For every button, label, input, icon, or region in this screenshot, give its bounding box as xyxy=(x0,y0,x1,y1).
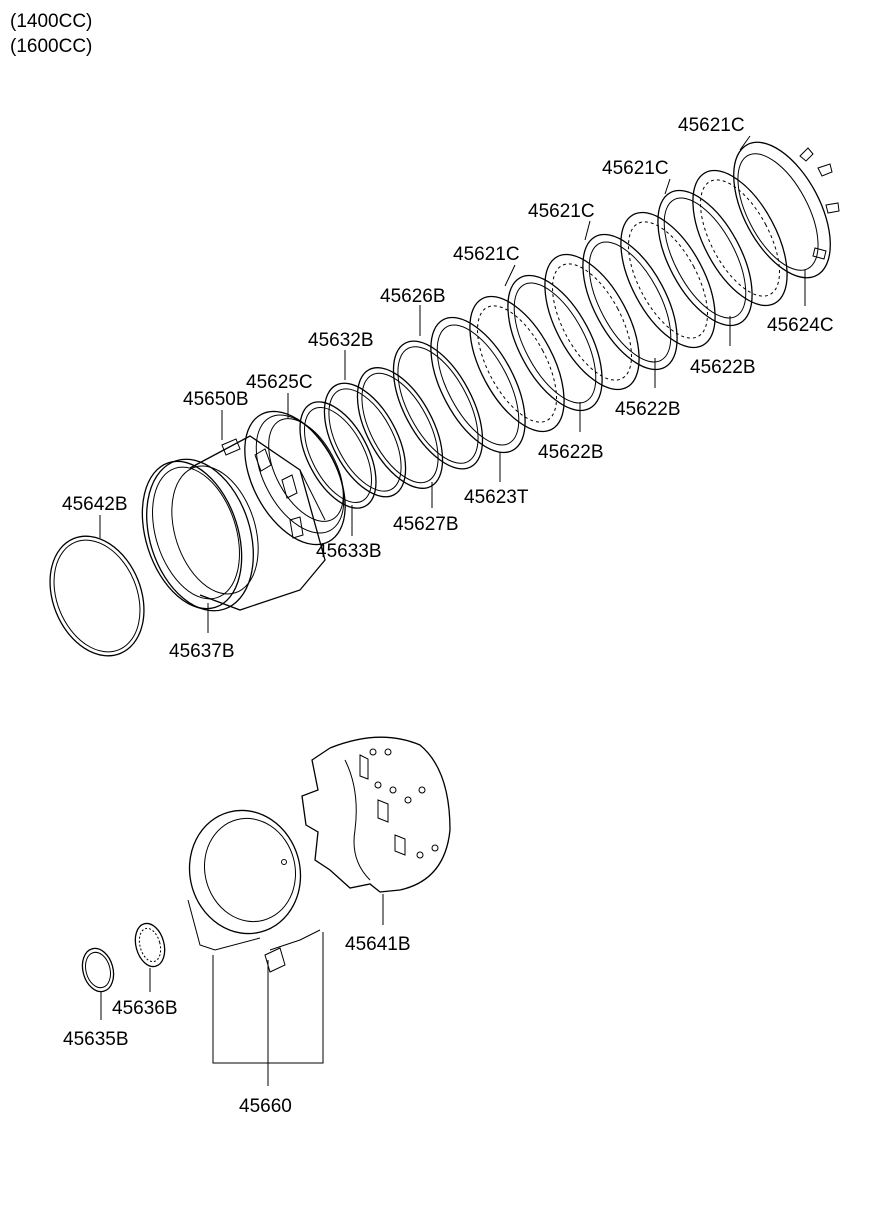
part-45660-band[interactable] xyxy=(176,798,321,973)
engine-variant-1400cc: (1400CC) xyxy=(10,11,92,32)
label-45642b[interactable]: 45642B xyxy=(62,494,128,515)
part-45621c-disc-4[interactable] xyxy=(673,156,806,320)
label-45621c-1[interactable]: 45621C xyxy=(453,244,520,265)
part-45642b-seal-ring[interactable] xyxy=(33,522,161,670)
part-45635b-ring[interactable] xyxy=(78,945,118,995)
label-45621c-3[interactable]: 45621C xyxy=(602,158,669,179)
label-45641b[interactable]: 45641B xyxy=(345,934,411,955)
clutch-pack-assembly xyxy=(33,127,851,670)
part-45641b-drum[interactable] xyxy=(301,736,451,893)
label-45660[interactable]: 45660 xyxy=(239,1096,292,1117)
part-45626b-ring[interactable] xyxy=(375,327,501,483)
band-drum-assembly xyxy=(78,736,451,995)
engine-variant-1600cc: (1600CC) xyxy=(10,36,92,57)
part-45622b-plate-3[interactable] xyxy=(638,176,771,340)
part-45633b-ring[interactable] xyxy=(284,390,391,521)
labels-lower: 45641B 45636B 45635B 45660 xyxy=(63,934,411,1117)
leader-lines-upper xyxy=(99,135,806,633)
label-45624c[interactable]: 45624C xyxy=(767,315,834,336)
label-45621c-2[interactable]: 45621C xyxy=(528,201,595,222)
part-45622b-plate-2[interactable] xyxy=(563,220,696,384)
label-45633b[interactable]: 45633B xyxy=(316,541,382,562)
part-45621c-disc-3[interactable] xyxy=(601,198,734,362)
part-45650b-drum[interactable] xyxy=(128,435,326,625)
part-45627b-ring[interactable] xyxy=(340,354,460,502)
label-45627b[interactable]: 45627B xyxy=(393,514,459,535)
part-45621c-disc-2[interactable] xyxy=(525,240,658,404)
label-45622b-1[interactable]: 45622B xyxy=(538,442,604,463)
label-45637b[interactable]: 45637B xyxy=(169,641,235,662)
part-45632b-ring[interactable] xyxy=(308,370,423,510)
part-45636b-ring[interactable] xyxy=(131,920,169,970)
part-45621c-disc-1[interactable] xyxy=(450,282,583,446)
label-45625c[interactable]: 45625C xyxy=(246,372,313,393)
label-45623t[interactable]: 45623T xyxy=(464,487,529,508)
label-45632b[interactable]: 45632B xyxy=(308,330,374,351)
label-45650b[interactable]: 45650B xyxy=(183,389,249,410)
part-45624c-shape[interactable] xyxy=(714,127,851,293)
label-45636b[interactable]: 45636B xyxy=(112,998,178,1019)
part-45625c-piston[interactable] xyxy=(224,395,366,562)
part-45637b-snap-ring[interactable] xyxy=(125,449,259,622)
label-45621c-4[interactable]: 45621C xyxy=(678,115,745,136)
leader-lines-lower xyxy=(100,894,384,1086)
label-45635b[interactable]: 45635B xyxy=(63,1029,129,1050)
label-45626b[interactable]: 45626B xyxy=(380,286,446,307)
part-45623t-plate[interactable] xyxy=(411,303,544,467)
part-45622b-plate-1[interactable] xyxy=(488,261,621,425)
labels-upper: 45621C 45621C 45621C 45621C 45624C 45626… xyxy=(62,115,834,662)
label-45622b-3[interactable]: 45622B xyxy=(690,357,756,378)
label-45622b-2[interactable]: 45622B xyxy=(615,399,681,420)
